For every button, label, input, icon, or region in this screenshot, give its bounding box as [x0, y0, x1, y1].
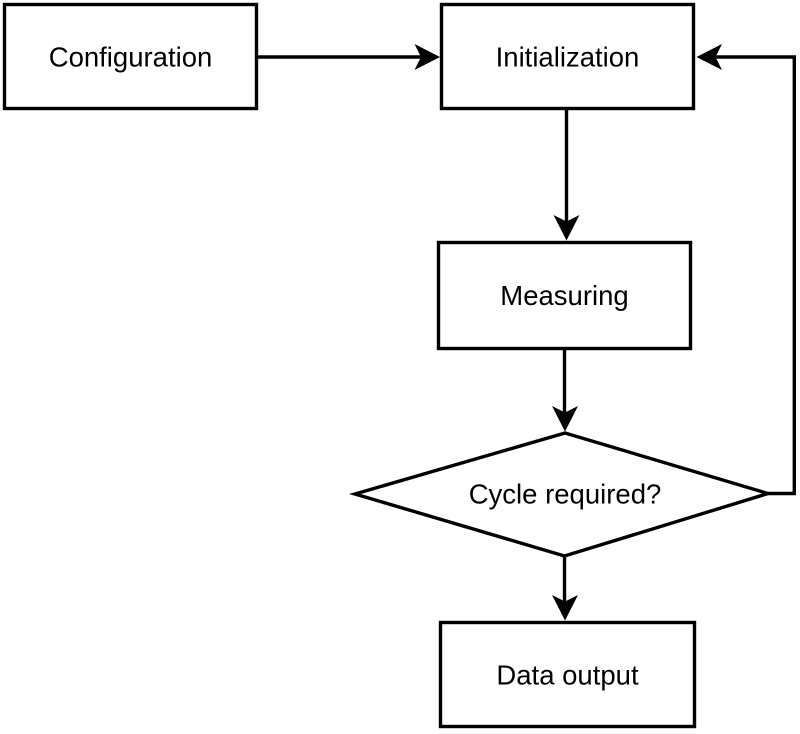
initialization-box: [439, 2, 696, 111]
arrowhead-into-data-output: [552, 595, 578, 621]
edge-cycle-required-to-initialization-feedback: [715, 55, 796, 496]
data-output-label: Data output: [496, 660, 639, 691]
edge-lines: [256, 55, 796, 603]
initialization-label: Initialization: [496, 42, 640, 73]
arrowhead-into-initialization-left: [414, 44, 440, 70]
cycle-required-diamond: [348, 431, 774, 558]
configuration-label: Configuration: [49, 42, 213, 73]
arrowhead-into-measuring: [553, 215, 580, 241]
measuring-label: Measuring: [500, 280, 628, 311]
cycle-required-label: Cycle required?: [469, 479, 662, 510]
measuring-box: [436, 240, 693, 351]
arrowhead-into-initialization-right: [696, 44, 722, 70]
arrowheads: [414, 44, 722, 621]
data-output-box: [438, 620, 697, 729]
node-shapes: [2, 2, 774, 729]
arrowhead-into-cycle-required: [552, 406, 578, 432]
node-labels: Configuration Initialization Measuring C…: [49, 42, 662, 691]
configuration-box: [2, 2, 259, 111]
